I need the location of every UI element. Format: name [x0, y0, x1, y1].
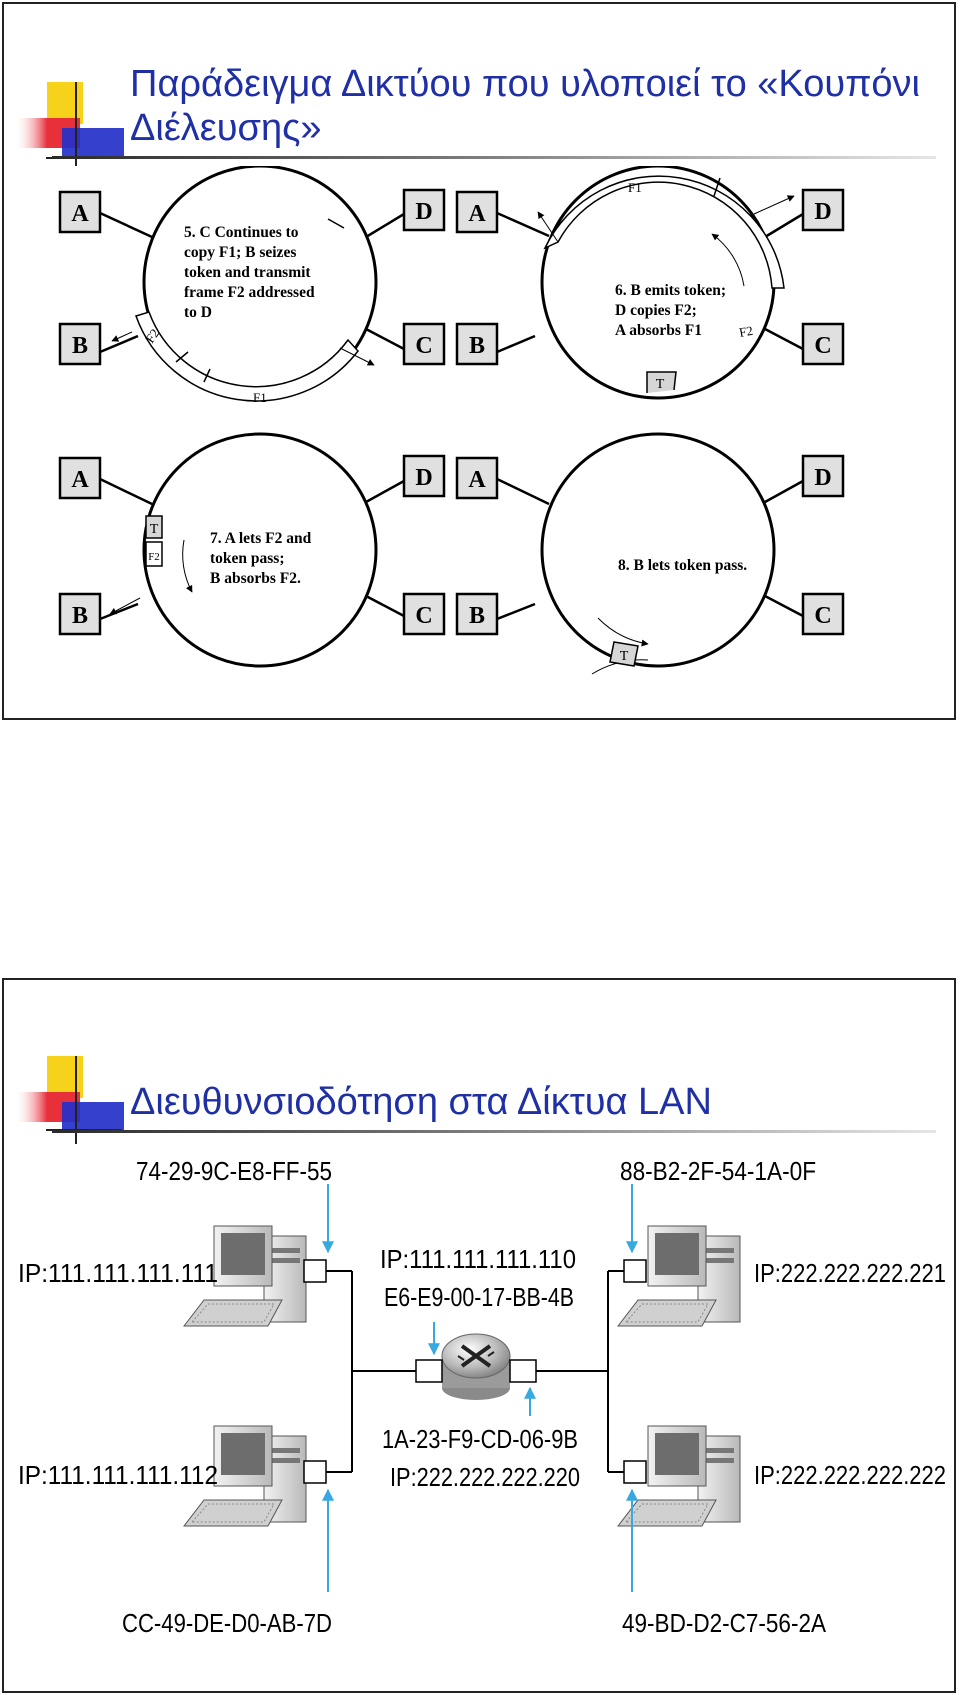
mac-top-right: 88-B2-2F-54-1A-0F: [620, 1156, 816, 1186]
node-c-label: C: [415, 603, 432, 629]
node-d-label: D: [814, 465, 831, 491]
frame-f2-label: F2: [738, 323, 754, 340]
title-underline: [52, 156, 936, 159]
slide-title: Διευθυνσιοδότηση στα Δίκτυα LAN: [130, 1080, 712, 1124]
ip-bottom-right: IP:222.222.222.222: [754, 1460, 946, 1490]
token-ring-diagram-panel: A B D C F2 F1 5. C Continues to copy F1;…: [28, 166, 934, 706]
slide-token-ring: Παράδειγμα Δικτύου που υλοποιεί το «Κουπ…: [2, 2, 956, 720]
router-right-ip: IP:222.222.222.220: [390, 1462, 580, 1492]
node-c-label: C: [415, 333, 432, 359]
node-a-label: A: [468, 467, 486, 493]
router-right-mac: 1A-23-F9-CD-06-9B: [382, 1424, 578, 1454]
nic-bottom-left: [304, 1461, 326, 1483]
node-d-label: D: [415, 199, 432, 225]
ip-bottom-left: IP:111.111.111.112: [18, 1460, 218, 1490]
token-label: T: [656, 377, 665, 392]
mac-bottom-right: 49-BD-D2-C7-56-2A: [622, 1608, 827, 1638]
token-label: T: [620, 649, 629, 664]
step-8-text: 8. B lets token pass.: [618, 557, 747, 574]
node-d-label: D: [415, 465, 432, 491]
node-b-label: B: [469, 333, 485, 359]
lan-addressing-diagram: 74-29-9C-E8-FF-55 IP:111.111.111.111 IP:…: [12, 1156, 950, 1678]
router-left-mac: E6-E9-00-17-BB-4B: [384, 1282, 574, 1312]
node-a-label: A: [71, 467, 89, 493]
token-ring-diagram: A B D C F2 F1 5. C Continues to copy F1;…: [28, 166, 934, 706]
ip-top-left: IP:111.111.111.111: [18, 1258, 218, 1288]
frame-f1-label: F1: [253, 390, 267, 405]
ip-top-right: IP:222.222.222.221: [754, 1258, 946, 1288]
node-a-label: A: [71, 201, 89, 227]
router-icon: [442, 1334, 510, 1400]
router-left-ip: IP:111.111.111.110: [380, 1244, 576, 1274]
node-b-label: B: [72, 333, 88, 359]
node-b-label: B: [469, 603, 485, 629]
slide-title-line-1: Παράδειγμα Δικτύου που υλοποιεί το «Κουπ…: [130, 62, 920, 106]
node-b-label: B: [72, 603, 88, 629]
node-c-label: C: [814, 333, 831, 359]
title-underline: [52, 1130, 936, 1133]
router-port-left: [416, 1360, 442, 1382]
slide-title-line-2: Διέλευσης»: [130, 106, 920, 150]
slide-lan-addressing: Διευθυνσιοδότηση στα Δίκτυα LAN: [2, 978, 956, 1693]
frame-f2-label: F2: [148, 551, 160, 563]
node-c-label: C: [814, 603, 831, 629]
step-7-ring: T F2 A B D C 7. A lets F2 and token pass…: [60, 434, 444, 666]
token-label: T: [150, 522, 159, 537]
nic-top-left: [304, 1260, 326, 1282]
nic-top-right: [624, 1260, 646, 1282]
mac-bottom-left: CC-49-DE-D0-AB-7D: [122, 1608, 332, 1638]
step-5-ring: A B D C F2 F1 5. C Continues to copy F1;…: [60, 166, 444, 405]
step-6-ring: T F1 F2 A B D C 6. B emits token; D copi…: [457, 166, 843, 398]
step-8-ring: T A B D C 8. B lets token pass.: [457, 434, 843, 674]
mac-top-left: 74-29-9C-E8-FF-55: [136, 1156, 332, 1186]
lan-addressing-diagram-panel: 74-29-9C-E8-FF-55 IP:111.111.111.111 IP:…: [12, 1156, 950, 1678]
frame-f1-label: F1: [628, 180, 642, 195]
slide-title: Παράδειγμα Δικτύου που υλοποιεί το «Κουπ…: [130, 62, 920, 150]
node-a-label: A: [468, 201, 486, 227]
nic-bottom-right: [624, 1461, 646, 1483]
node-d-label: D: [814, 199, 831, 225]
router-port-right: [510, 1360, 536, 1382]
